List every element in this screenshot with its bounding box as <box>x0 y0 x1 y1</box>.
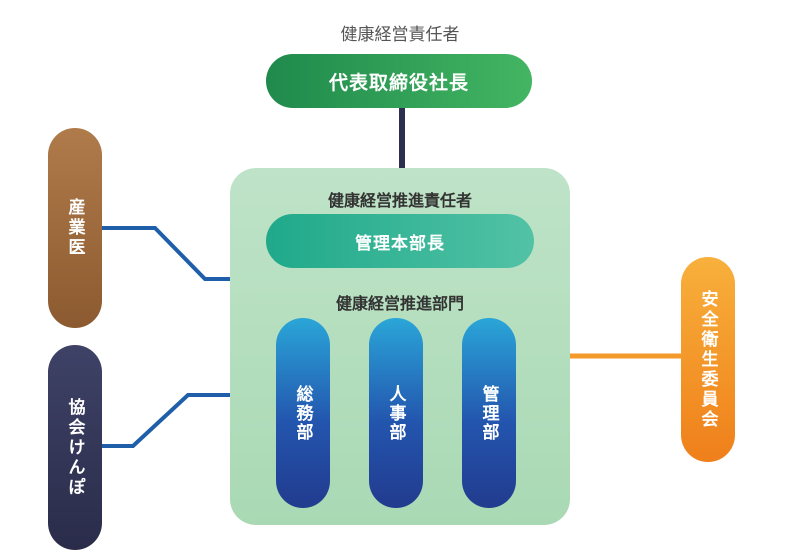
admin-hq-head-node: 管理本部長 <box>266 214 534 268</box>
kyokai-kenpo-node: 協会けんぽ <box>48 345 102 550</box>
physician-connector <box>102 226 231 281</box>
kyokai-connector <box>102 393 231 448</box>
management-dept-node: 管理部 <box>462 318 516 508</box>
promotion-department-title: 健康経営推進部門 <box>335 294 464 313</box>
occupational-physician-node: 産業医 <box>48 128 102 328</box>
general-affairs-dept-node: 総務部 <box>276 318 330 508</box>
hr-dept-node: 人事部 <box>369 318 423 508</box>
ceo-node: 代表取締役社長 <box>266 54 532 108</box>
safety-health-committee-node: 安全衛生委員会 <box>681 257 735 462</box>
health-management-officer-caption: 健康経営責任者 <box>340 25 460 45</box>
promotion-lead-title: 健康経営推進責任者 <box>327 191 472 210</box>
